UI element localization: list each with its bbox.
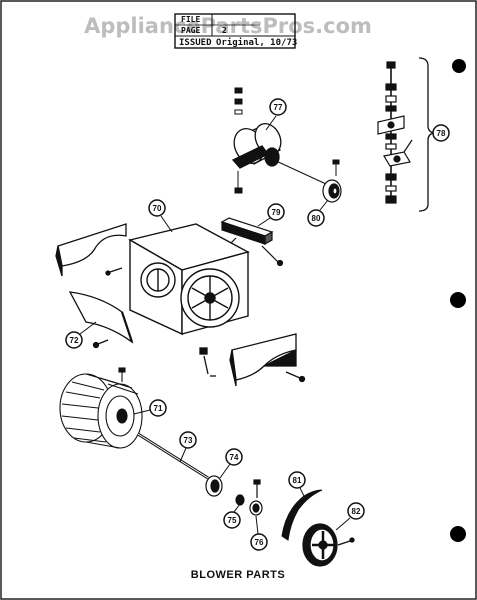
stamp-issued-label: ISSUED [179,38,212,48]
callout-77 [269,98,287,116]
right-support-bracket [199,333,306,387]
svg-text:73: 73 [184,436,193,445]
svg-text:80: 80 [312,214,321,223]
shaft-collar [235,479,263,516]
svg-text:76: 76 [255,538,264,547]
blower-housing [128,223,250,336]
callout-76 [250,533,268,551]
callout-79 [267,203,285,221]
callout-78 [432,124,450,142]
svg-text:75: 75 [228,516,237,525]
svg-text:82: 82 [352,507,361,516]
svg-text:74: 74 [230,453,239,462]
margin-dot [452,59,466,73]
callout-72 [65,331,83,349]
issue-stamp: FILE PAGE 2 ISSUED Original, 10/73 [174,13,297,49]
blower-pulley [302,523,355,567]
left-support-bracket [55,223,127,277]
callout-80 [307,209,325,227]
motor-mount-hardware [234,87,340,194]
callouts: 77 70 78 79 80 72 71 73 74 [65,98,450,551]
margin-dot [450,292,466,308]
stamp-file-label: FILE [181,15,200,24]
blower-motor [231,122,327,185]
motor-pulley [322,179,342,203]
diagram-caption: BLOWER PARTS [191,569,285,581]
svg-text:71: 71 [154,404,163,413]
callout-74 [225,448,243,466]
callout-70 [148,199,166,217]
mount-hardware-stack [377,61,413,204]
blower-wheel [59,367,143,449]
svg-text:79: 79 [272,208,281,217]
group-bracket [418,57,435,212]
motor-mount-rail [220,217,284,267]
callout-82 [347,502,365,520]
svg-text:78: 78 [437,129,446,138]
margin-dot [450,526,466,542]
stamp-page-value: 2 [222,26,227,35]
callout-71 [149,399,167,417]
svg-text:70: 70 [153,204,162,213]
cutoff-plate [68,291,134,349]
stamp-issued-value: Original, 10/73 [216,37,297,48]
svg-text:72: 72 [70,336,79,345]
callout-81 [288,471,306,489]
drive-belt [281,489,323,541]
blower-shaft [137,432,209,480]
svg-text:77: 77 [274,103,283,112]
svg-text:81: 81 [293,476,302,485]
callout-75 [223,511,241,529]
watermark-text: AppliancePartsPros.com [84,14,372,38]
shaft-bearing [205,475,223,497]
stamp-page-label: PAGE [181,26,200,35]
callout-73 [179,431,197,449]
